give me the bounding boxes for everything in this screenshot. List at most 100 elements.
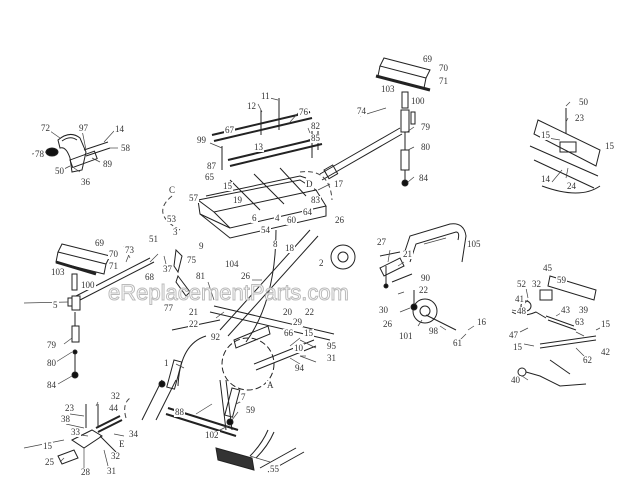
part-number-label: 69 bbox=[94, 238, 105, 248]
part-number-label: 50 bbox=[54, 166, 65, 176]
part-number-label: 15 bbox=[222, 181, 233, 191]
part-number-label: 105 bbox=[466, 239, 482, 249]
part-number-label: 70 bbox=[438, 63, 449, 73]
part-number-label: 42 bbox=[600, 347, 611, 357]
part-number-label: 30 bbox=[378, 305, 389, 315]
part-number-label: 57 bbox=[188, 193, 199, 203]
part-number-label: 60 bbox=[286, 215, 297, 225]
part-number-label: 64 bbox=[302, 207, 313, 217]
part-number-label: 15 bbox=[604, 141, 615, 151]
part-number-label: 73 bbox=[124, 245, 135, 255]
part-number-label: 32 bbox=[531, 279, 542, 289]
part-number-label: 54 bbox=[260, 225, 271, 235]
part-number-label: 13 bbox=[253, 142, 264, 152]
part-number-label: 41 bbox=[514, 294, 525, 304]
part-number-label: 83 bbox=[310, 195, 321, 205]
part-number-label: 58 bbox=[120, 143, 131, 153]
part-number-label: 12 bbox=[246, 101, 257, 111]
part-number-label: 15 bbox=[600, 319, 611, 329]
watermark: eReplacementParts.com bbox=[108, 280, 350, 305]
part-number-label: 87 bbox=[206, 161, 217, 171]
part-number-label: 104 bbox=[224, 259, 240, 269]
part-number-label: 6 bbox=[251, 213, 258, 223]
part-number-label: 98 bbox=[428, 326, 439, 336]
part-number-label: 81 bbox=[195, 271, 206, 281]
bracket-detail bbox=[529, 108, 601, 194]
part-number-label: 76 bbox=[298, 107, 309, 117]
part-number-label: 15 bbox=[42, 441, 53, 451]
part-number-label: 14 bbox=[540, 174, 551, 184]
top-rail-assembly bbox=[196, 98, 403, 239]
part-number-label: 69 bbox=[422, 54, 433, 64]
part-number-label: C bbox=[168, 185, 177, 195]
part-number-label: 17 bbox=[333, 179, 344, 189]
part-number-label: 62 bbox=[582, 355, 593, 365]
part-number-label: D bbox=[305, 179, 314, 189]
part-number-label: 84 bbox=[418, 173, 429, 183]
part-number-label: 72 bbox=[40, 123, 51, 133]
part-number-label: 1 bbox=[163, 358, 170, 368]
part-number-label: 51 bbox=[148, 234, 159, 244]
part-number-label: 10 bbox=[293, 343, 304, 353]
part-number-label: 25 bbox=[44, 457, 55, 467]
part-number-label: 29 bbox=[292, 317, 303, 327]
part-number-label: 34 bbox=[128, 429, 139, 439]
part-number-label: 39 bbox=[578, 305, 589, 315]
part-number-label: 33 bbox=[70, 427, 81, 437]
part-number-label: 15 bbox=[540, 130, 551, 140]
part-number-label: 22 bbox=[418, 285, 429, 295]
part-number-label: 28 bbox=[80, 467, 91, 477]
right-roller-stand bbox=[375, 57, 431, 187]
part-number-label: 55 bbox=[269, 464, 280, 474]
part-number-label: 44 bbox=[108, 403, 119, 413]
part-number-label: 80 bbox=[420, 142, 431, 152]
part-number-label: 2 bbox=[318, 258, 325, 268]
part-number-label: 18 bbox=[284, 243, 295, 253]
part-number-label: 78 bbox=[34, 149, 45, 159]
part-number-label: 26 bbox=[240, 271, 251, 281]
part-number-label: 22 bbox=[304, 307, 315, 317]
part-number-label: 59 bbox=[556, 275, 567, 285]
part-number-label: 85 bbox=[310, 133, 321, 143]
part-number-label: 92 bbox=[210, 332, 221, 342]
part-number-label: 20 bbox=[282, 307, 293, 317]
part-number-label: 15 bbox=[512, 342, 523, 352]
part-number-label: 14 bbox=[114, 124, 125, 134]
part-number-label: 47 bbox=[508, 330, 519, 340]
part-number-label: 89 bbox=[102, 159, 113, 169]
part-number-label: 40 bbox=[510, 375, 521, 385]
part-number-label: 67 bbox=[224, 125, 235, 135]
part-number-label: 65 bbox=[204, 172, 215, 182]
part-number-label: 11 bbox=[260, 91, 271, 101]
part-number-label: 23 bbox=[574, 113, 585, 123]
part-number-label: 74 bbox=[356, 106, 367, 116]
part-number-label: 32 bbox=[110, 451, 121, 461]
part-number-label: 9 bbox=[198, 241, 205, 251]
part-number-label: 50 bbox=[578, 97, 589, 107]
part-number-label: 79 bbox=[420, 122, 431, 132]
part-number-label: 80 bbox=[46, 358, 57, 368]
clamp-detail bbox=[57, 404, 123, 465]
part-number-label: 100 bbox=[80, 280, 96, 290]
part-number-label: 45 bbox=[542, 263, 553, 273]
part-number-label: 36 bbox=[80, 177, 91, 187]
part-number-label: 82 bbox=[310, 121, 321, 131]
part-number-label: 84 bbox=[46, 380, 57, 390]
part-number-label: 59 bbox=[245, 405, 256, 415]
part-number-label: 26 bbox=[382, 319, 393, 329]
part-number-label: 68 bbox=[144, 272, 155, 282]
part-number-label: 63 bbox=[574, 317, 585, 327]
part-number-label: 38 bbox=[60, 414, 71, 424]
part-number-label: 26 bbox=[334, 215, 345, 225]
part-number-label: 24 bbox=[566, 181, 577, 191]
part-number-label: 7 bbox=[240, 392, 247, 402]
part-number-label: 43 bbox=[560, 305, 571, 315]
part-number-label: E bbox=[118, 439, 126, 449]
part-number-label: 75 bbox=[186, 255, 197, 265]
part-number-label: 53 bbox=[166, 214, 177, 224]
part-number-label: 61 bbox=[452, 338, 463, 348]
part-number-label: 21 bbox=[188, 307, 199, 317]
part-number-label: 101 bbox=[398, 331, 414, 341]
part-number-label: 100 bbox=[410, 96, 426, 106]
